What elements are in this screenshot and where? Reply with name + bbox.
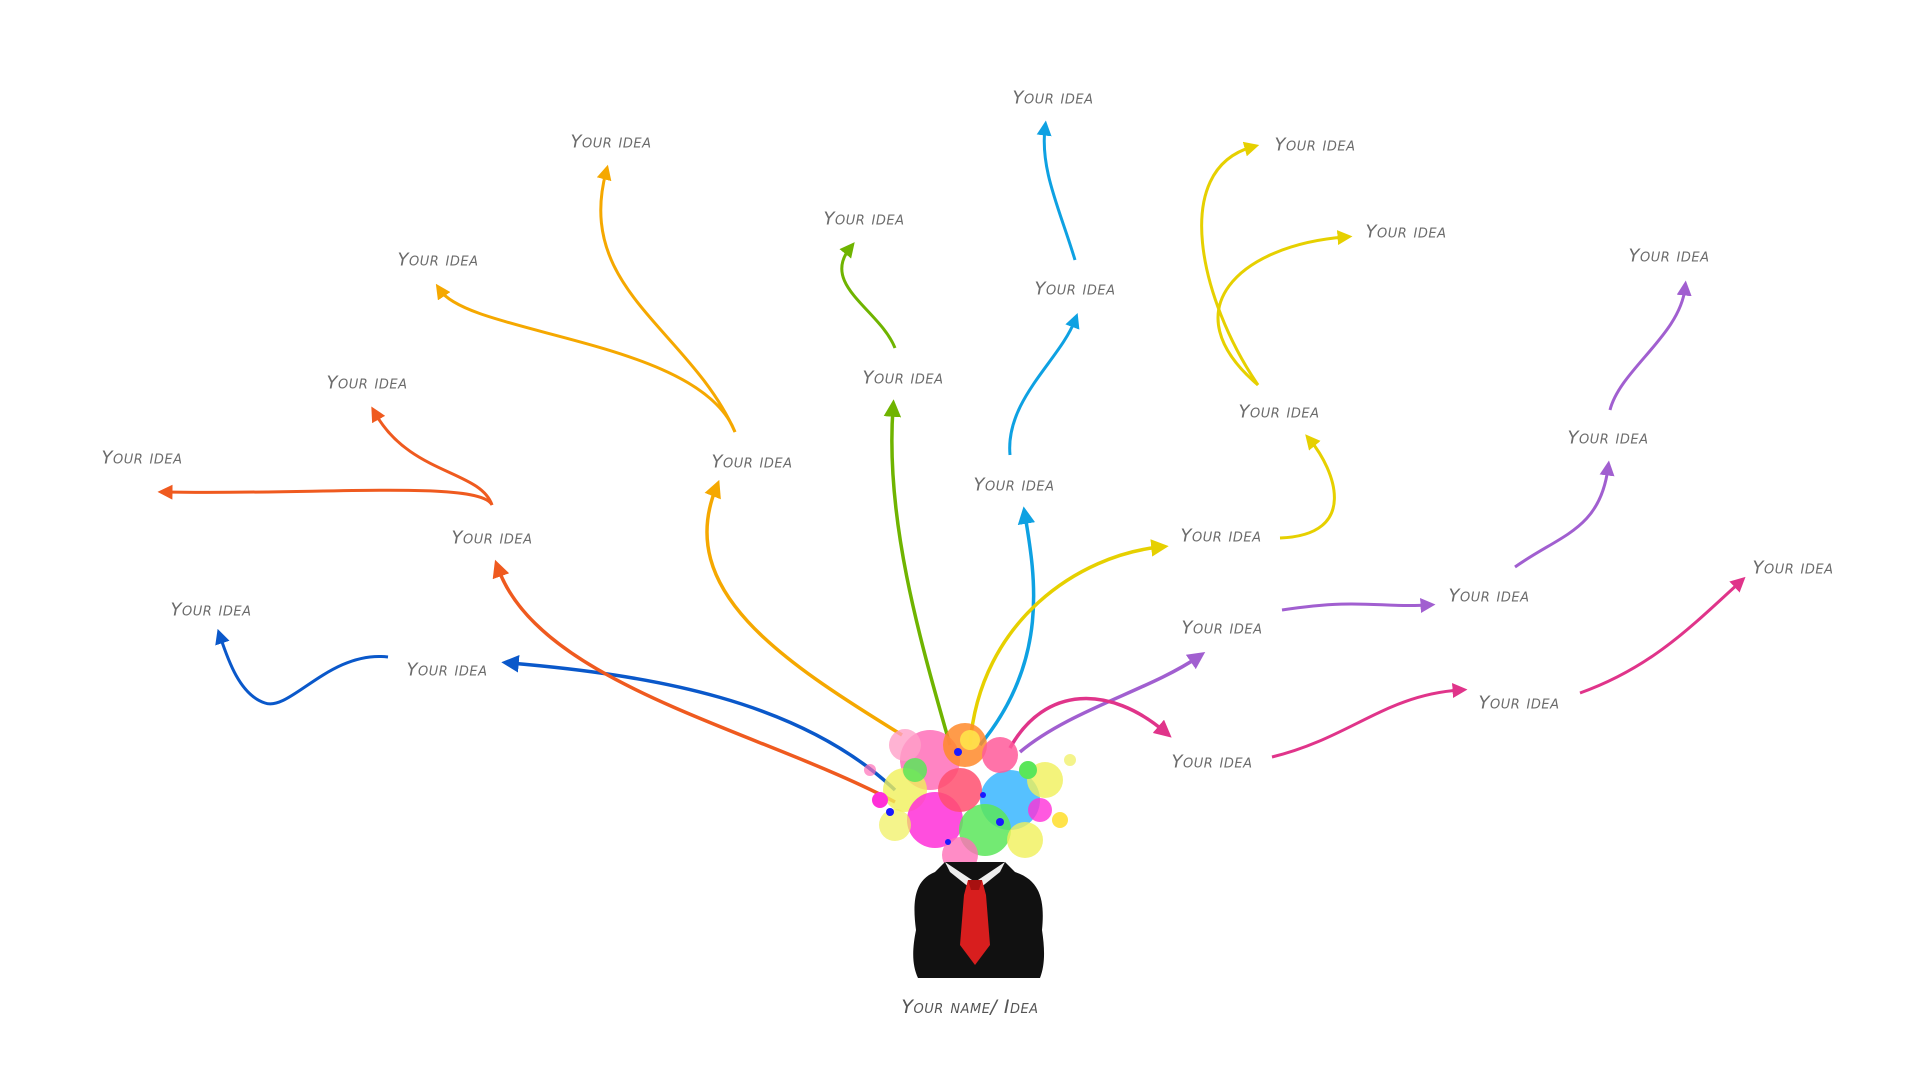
idea-node[interactable]: Your idea: [1448, 585, 1530, 607]
connector-red-2: [157, 484, 494, 506]
idea-node[interactable]: Your idea: [1274, 134, 1356, 156]
connector-blue-1: [501, 655, 897, 792]
connector-magenta-3: [1579, 576, 1746, 695]
idea-node[interactable]: Your idea: [170, 599, 252, 621]
idea-node[interactable]: Your idea: [1628, 245, 1710, 267]
idea-node[interactable]: Your idea: [862, 367, 944, 389]
idea-node[interactable]: Your idea: [1238, 401, 1320, 423]
idea-node[interactable]: Your idea: [1365, 221, 1447, 243]
connector-orange-1: [704, 479, 903, 737]
connector-cyan-3: [1036, 120, 1077, 261]
connector-purple-3: [1514, 460, 1615, 569]
connector-red-1: [492, 559, 896, 804]
connector-red-3: [371, 406, 494, 506]
idea-node[interactable]: Your idea: [570, 131, 652, 153]
connector-cyan-1: [978, 506, 1036, 747]
idea-node[interactable]: Your idea: [973, 474, 1055, 496]
paint-splash-head-icon: [864, 723, 1076, 873]
connector-purple-4: [1608, 280, 1692, 411]
idea-node[interactable]: Your idea: [1752, 557, 1834, 579]
connector-magenta-1: [1008, 696, 1172, 749]
suit-body-icon: [913, 862, 1045, 978]
idea-node[interactable]: Your idea: [1180, 525, 1262, 547]
connector-purple-2: [1281, 597, 1436, 613]
idea-node[interactable]: Your idea: [326, 372, 408, 394]
idea-node[interactable]: Your idea: [1478, 692, 1560, 714]
connector-cyan-2: [1008, 312, 1080, 456]
idea-node[interactable]: Your idea: [1171, 751, 1253, 773]
center-topic-label[interactable]: Your name/ Idea: [901, 996, 1039, 1018]
connector-orange-3: [596, 164, 737, 433]
idea-node[interactable]: Your idea: [101, 447, 183, 469]
connector-yellow-1: [968, 539, 1169, 746]
connector-green-1: [883, 399, 952, 746]
connector-yellow-4: [1200, 141, 1260, 386]
idea-node[interactable]: Your idea: [823, 208, 905, 230]
connector-purple-1: [1018, 652, 1206, 754]
idea-node[interactable]: Your idea: [1012, 87, 1094, 109]
idea-node[interactable]: Your idea: [1567, 427, 1649, 449]
connector-yellow-2: [1279, 434, 1336, 540]
connector-orange-2: [435, 283, 737, 433]
idea-node[interactable]: Your idea: [406, 659, 488, 681]
idea-node[interactable]: Your idea: [397, 249, 479, 271]
idea-node[interactable]: Your idea: [451, 527, 533, 549]
connector-green-2: [839, 242, 897, 349]
idea-node[interactable]: Your idea: [1181, 617, 1263, 639]
connector-blue-2: [215, 628, 389, 706]
idea-node[interactable]: Your idea: [1034, 278, 1116, 300]
connector-yellow-3: [1216, 230, 1353, 387]
idea-node[interactable]: Your idea: [711, 451, 793, 473]
connector-magenta-2: [1271, 683, 1468, 759]
